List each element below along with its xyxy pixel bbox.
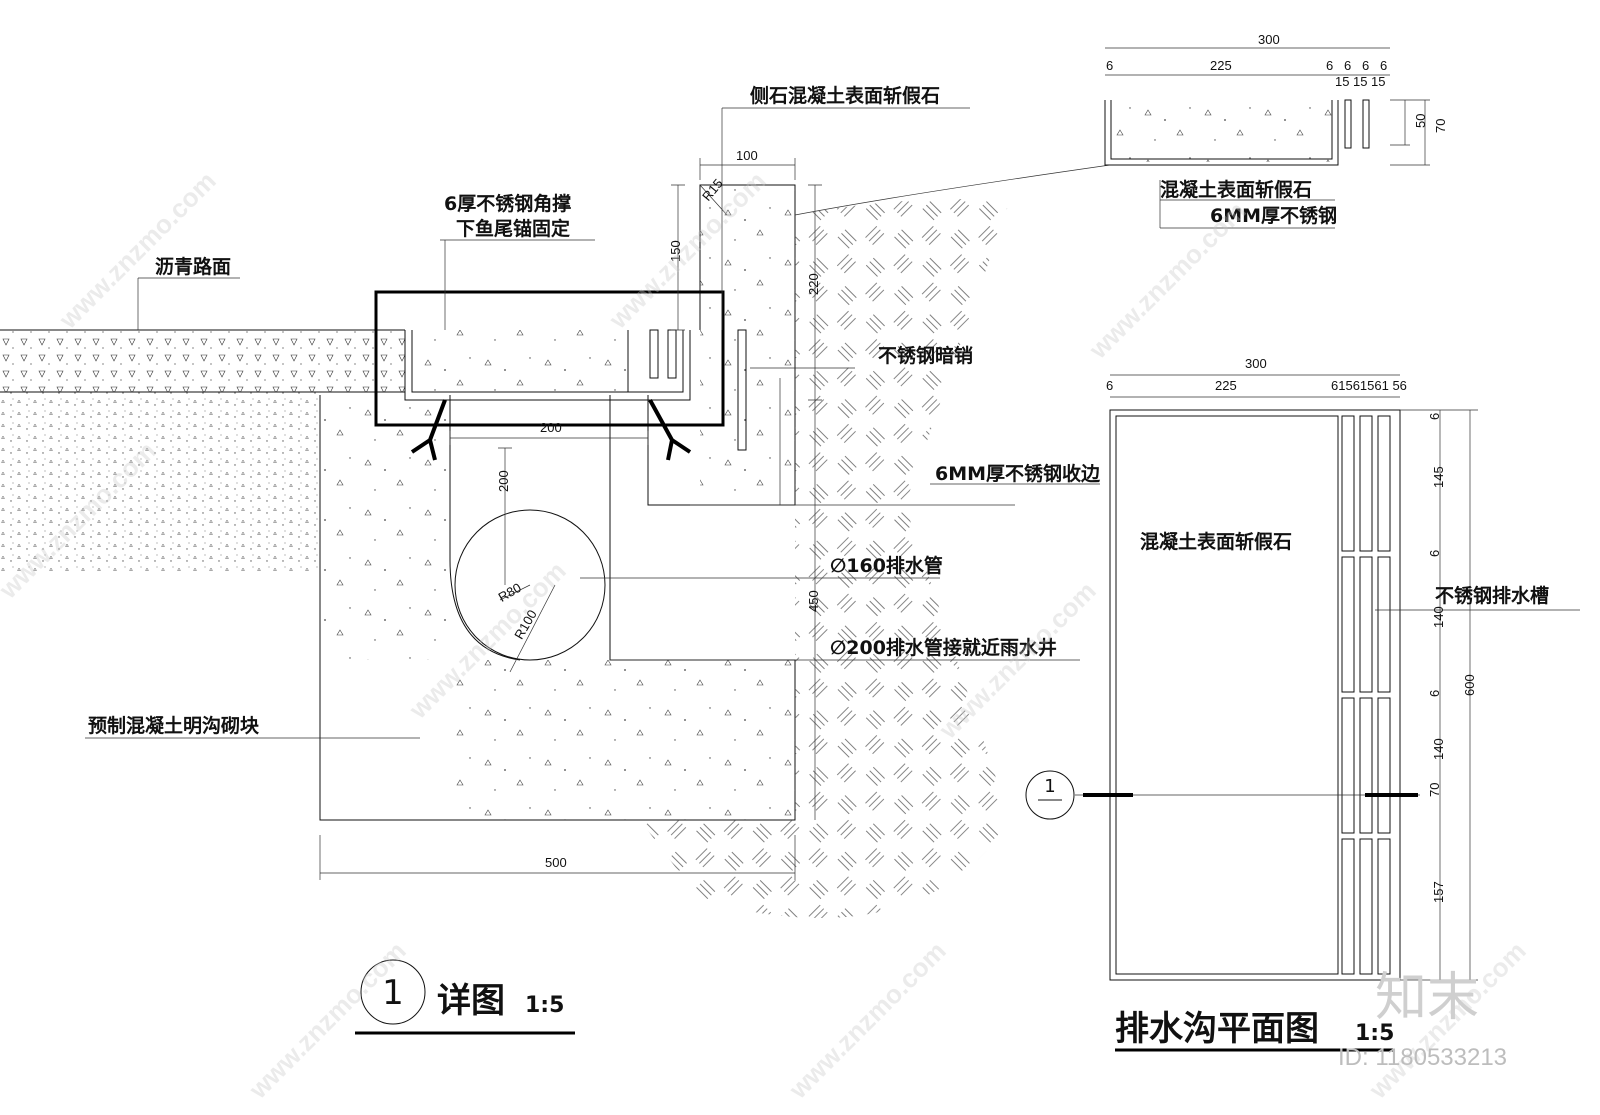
hidden-pin-label: 不锈钢暗销	[878, 344, 973, 367]
detail-title-number: 1	[382, 973, 404, 1013]
section-dim-50: 50	[1413, 114, 1428, 128]
dim-200-vertical: 200	[496, 470, 511, 492]
dim-500: 500	[545, 855, 567, 870]
plan-concrete-label: 混凝土表面斩假石	[1140, 530, 1292, 553]
section-dim-15a: 15	[1335, 74, 1349, 89]
steel-edge-label: 6MM厚不锈钢收边	[935, 462, 1101, 485]
plan-title-scale: 1:5	[1355, 1021, 1394, 1046]
section-dim-6b: 6	[1326, 58, 1333, 73]
plan-dim-v140b: 140	[1431, 738, 1446, 760]
asphalt-label: 沥青路面	[155, 255, 231, 278]
plan-dim-v140a: 140	[1431, 606, 1446, 628]
cover-section: 300 6 225 6 6 6 6 15 15 15 50 70 混凝土表面斩假…	[1104, 32, 1448, 229]
section-concrete-label: 混凝土表面斩假石	[1160, 178, 1312, 201]
watermark-brand: 知末	[1375, 968, 1479, 1028]
section-dim-15b: 15	[1353, 74, 1367, 89]
curb-stone-label: 侧石混凝土表面斩假石	[750, 84, 940, 107]
dim-450: 450	[806, 590, 821, 612]
section-dim-6d: 6	[1362, 58, 1369, 73]
section-dim-225: 225	[1210, 58, 1232, 73]
plan-drawing: 1 300 6 225 61561561 56 6 145 6 140 6 14…	[1025, 356, 1580, 1052]
section-dim-6c: 6	[1344, 58, 1351, 73]
watermark-site-1: www.znzmo.com	[52, 166, 221, 335]
plan-trough-label: 不锈钢排水槽	[1435, 584, 1549, 607]
dim-200-horizontal: 200	[540, 420, 562, 435]
pipe-160-label: ∅160排水管	[830, 554, 943, 577]
plan-dim-slots: 61561561 56	[1331, 378, 1407, 393]
detail-drawing: 沥青路面 6厚不锈钢角撑 下鱼尾锚固定 侧石混凝土表面斩假石 不锈钢暗销 6MM…	[0, 84, 1111, 1035]
detail-title-scale: 1:5	[525, 993, 564, 1018]
plan-dim-6: 6	[1106, 378, 1113, 393]
detail-title: 1 详图 1:5	[355, 959, 575, 1035]
corner-brace-label-1: 6厚不锈钢角撑	[444, 192, 571, 215]
dim-220: 220	[806, 273, 821, 295]
plan-dim-v6b: 6	[1427, 550, 1442, 557]
plan-dim-v70: 70	[1427, 783, 1442, 797]
plan-dim-300: 300	[1245, 356, 1267, 371]
detail-title-name: 详图	[437, 981, 505, 1021]
plan-dim-v6c: 6	[1427, 690, 1442, 697]
dim-150: 150	[668, 240, 683, 262]
section-dim-300: 300	[1258, 32, 1280, 47]
section-dim-70: 70	[1433, 119, 1448, 133]
section-steel-label: 6MM厚不锈钢	[1210, 205, 1337, 227]
plan-dim-v6a: 6	[1427, 413, 1442, 420]
watermark-id: ID: 1180533213	[1338, 1044, 1507, 1071]
corner-brace-label-2: 下鱼尾锚固定	[456, 217, 570, 240]
plan-dim-v600: 600	[1462, 674, 1477, 696]
precast-block-label: 预制混凝土明沟砌块	[88, 714, 260, 737]
section-mark: 1	[1044, 776, 1055, 797]
detail-labels: 沥青路面 6厚不锈钢角撑 下鱼尾锚固定 侧石混凝土表面斩假石 不锈钢暗销 6MM…	[88, 84, 1101, 737]
plan-title-name: 排水沟平面图	[1115, 1009, 1319, 1049]
plan-dim-v157: 157	[1431, 881, 1446, 903]
plan-dim-225: 225	[1215, 378, 1237, 393]
watermark-site-3: www.znzmo.com	[1082, 196, 1251, 365]
plan-dim-v145: 145	[1431, 466, 1446, 488]
pipe-200-label: ∅200排水管接就近雨水井	[830, 636, 1057, 659]
watermark-site-7: www.znzmo.com	[242, 936, 411, 1105]
watermark-site-8: www.znzmo.com	[782, 936, 951, 1105]
section-dim-15c: 15	[1371, 74, 1385, 89]
dim-100: 100	[736, 148, 758, 163]
section-dim-6a: 6	[1106, 58, 1113, 73]
section-dim-6e: 6	[1380, 58, 1387, 73]
